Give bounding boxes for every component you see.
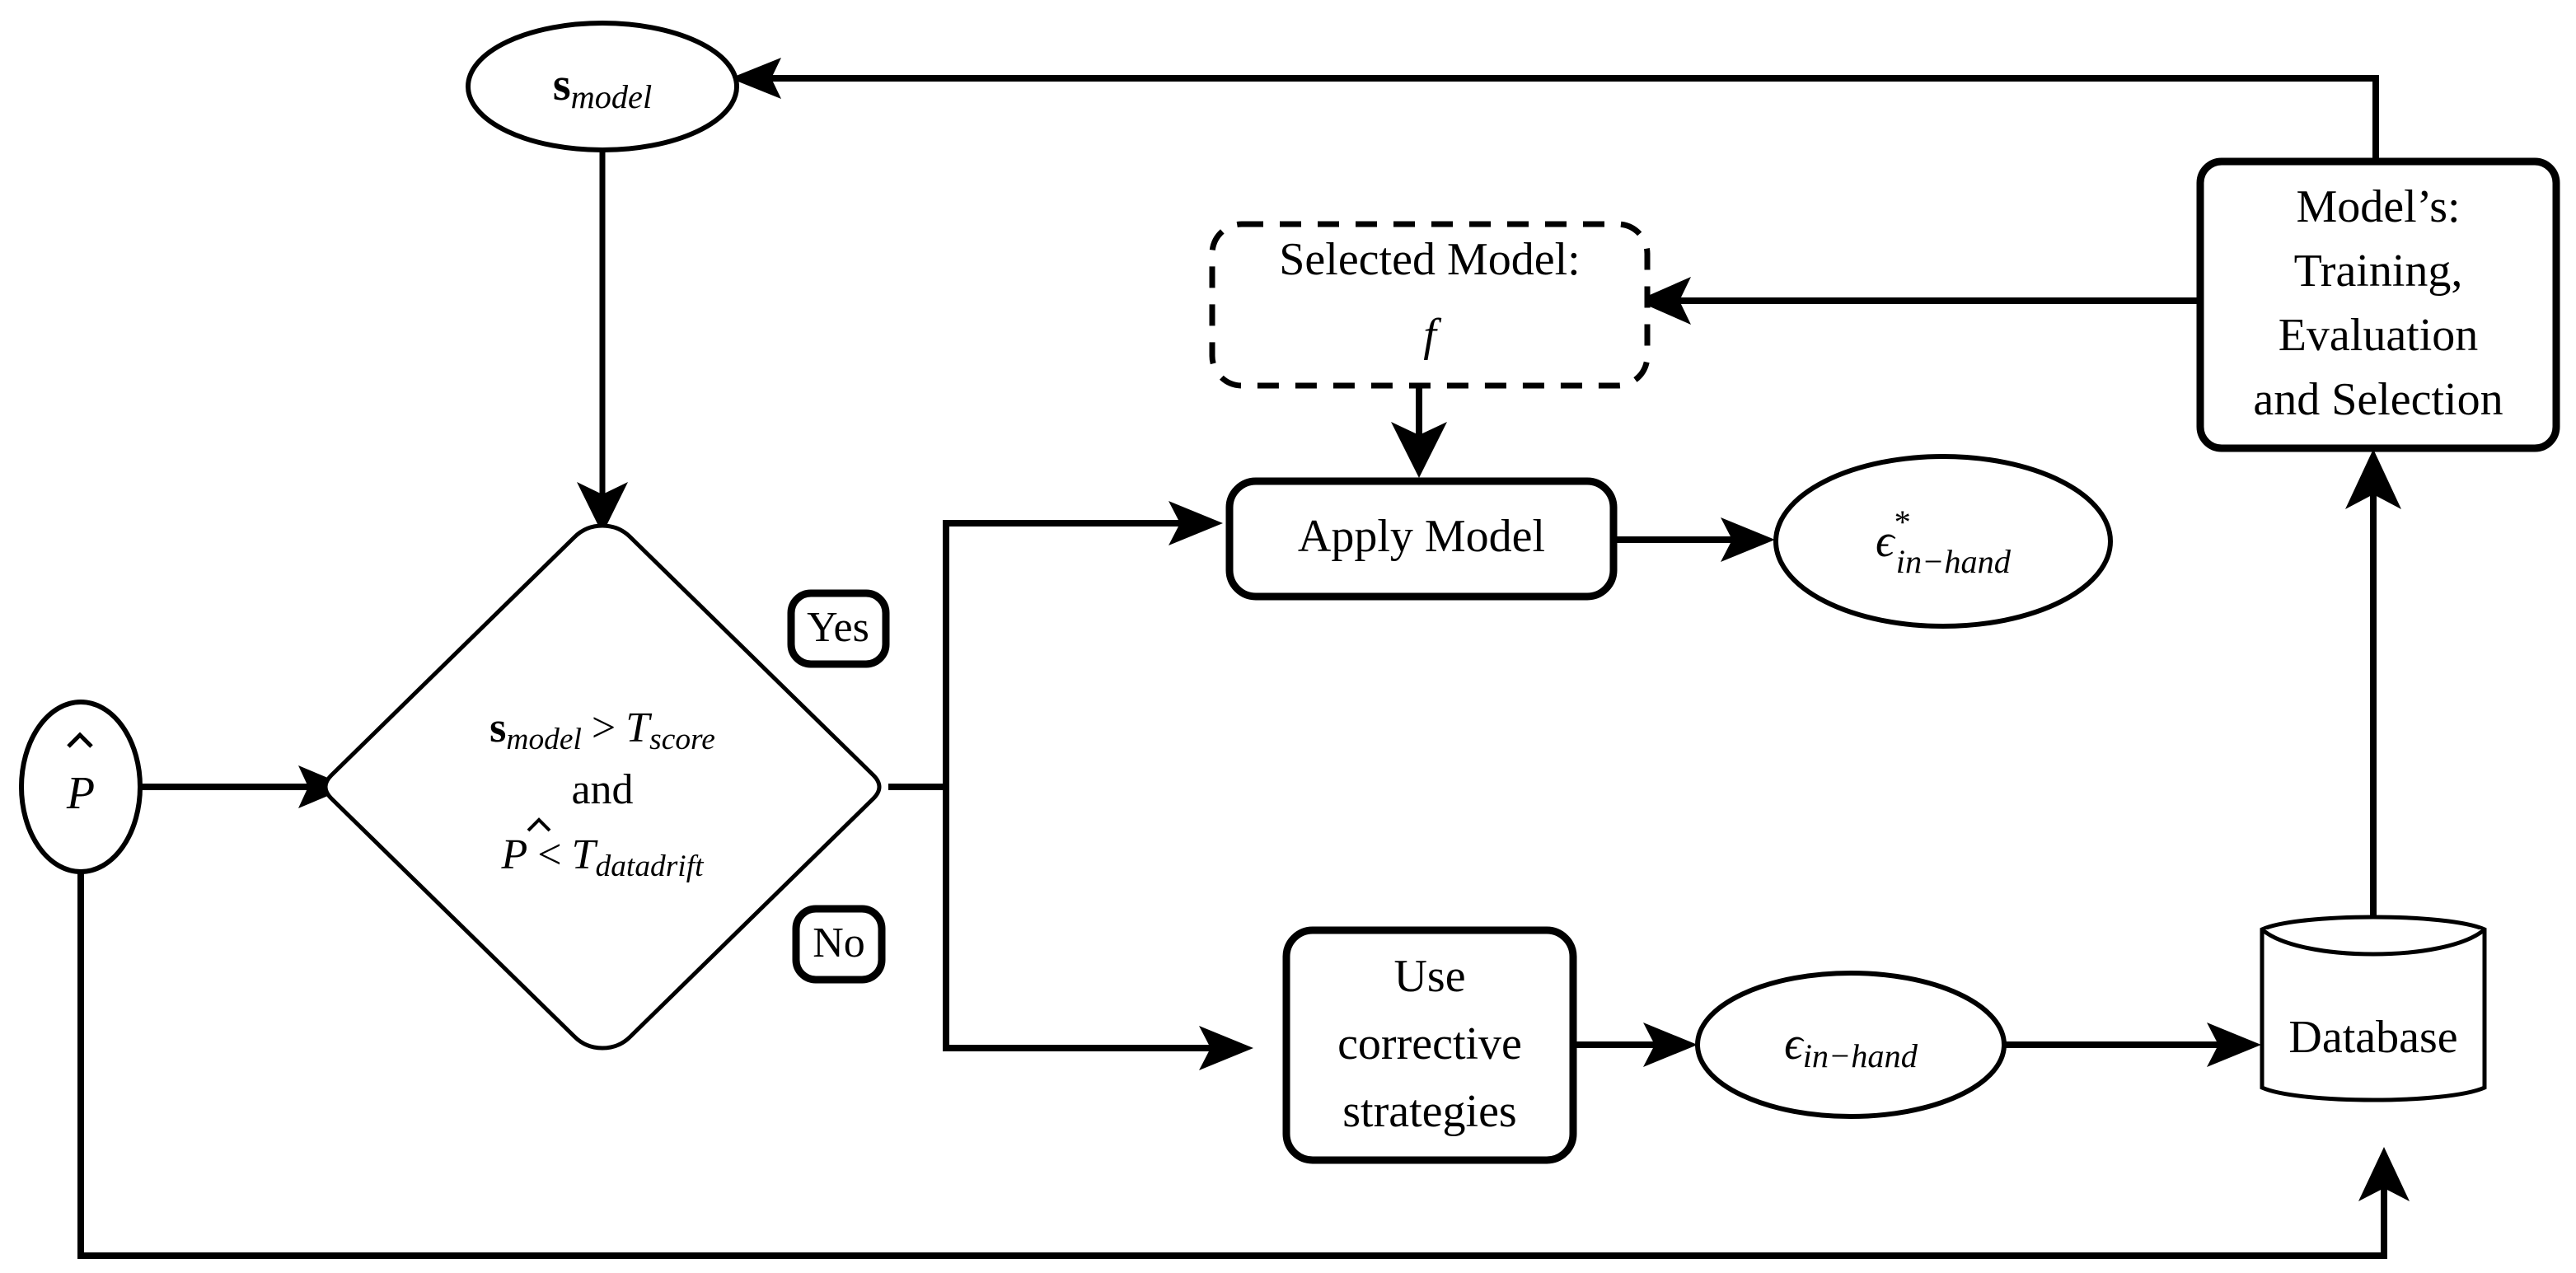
corrective-line-3: strategies [1342,1086,1516,1137]
epsilon-star-label: ϵ*in−hand [1876,503,2012,580]
edge-selected-to-apply [1391,386,1447,478]
decision-line-3: P<Tdatadrift [500,831,705,883]
decision-line-1: smodel>Tscore [489,704,715,756]
node-probability-ellipse[interactable]: P [19,700,143,874]
node-model-pipeline[interactable]: Model’s: Training, Evaluation and Select… [2196,157,2560,452]
edge-probability-to-decision [132,765,349,808]
node-database[interactable]: Database [2260,915,2487,1102]
no-label-text: No [813,920,865,966]
corrective-line-2: corrective [1337,1018,1522,1069]
edge-database-to-pipeline [2345,449,2401,929]
node-corrective-strategies[interactable]: Use corrective strategies [1282,926,1577,1164]
label-no: No [792,905,886,984]
model-pipeline-line-1: Model’s: [2296,181,2460,232]
model-pipeline-line-3: Evaluation [2279,310,2479,361]
node-selected-model[interactable]: Selected Model: f [1209,221,1651,389]
edge-pipeline-to-selected [1637,277,2199,325]
edge-corrective-to-epsilon [1574,1023,1698,1067]
database-label: Database [2288,1012,2457,1063]
edge-decision-no-to-corrective [943,787,1253,1070]
score-ellipse-label: smodel [553,59,652,115]
yes-label-text: Yes [807,604,869,651]
edge-probability-feedback-to-database [77,872,2410,1259]
corrective-line-1: Use [1393,951,1465,1002]
epsilon-label: ϵin−hand [1784,1018,1918,1074]
edge-score-to-decision [577,150,628,534]
decision-line-2: and [571,766,633,813]
node-decision-diamond[interactable]: smodel>Tscore and P<Tdatadrift [323,523,882,1051]
node-apply-model[interactable]: Apply Model [1225,477,1618,601]
model-pipeline-line-2: Training, [2294,246,2463,297]
probability-ellipse-label: P [66,768,95,819]
edge-apply-to-epsilon-star [1614,517,1775,562]
node-score-ellipse[interactable]: smodel [466,21,739,152]
model-pipeline-line-4: and Selection [2253,374,2503,425]
node-epsilon-ellipse[interactable]: ϵin−hand [1695,971,2007,1119]
edge-epsilon-to-database [2004,1023,2261,1067]
edge-decision-yes-to-apply [888,501,1223,790]
label-yes: Yes [787,589,890,668]
node-epsilon-star-ellipse[interactable]: ϵ*in−hand [1773,454,2113,629]
edge-pipeline-to-score [730,58,2379,161]
apply-model-label: Apply Model [1298,511,1545,562]
selected-model-line-1: Selected Model: [1279,234,1580,285]
